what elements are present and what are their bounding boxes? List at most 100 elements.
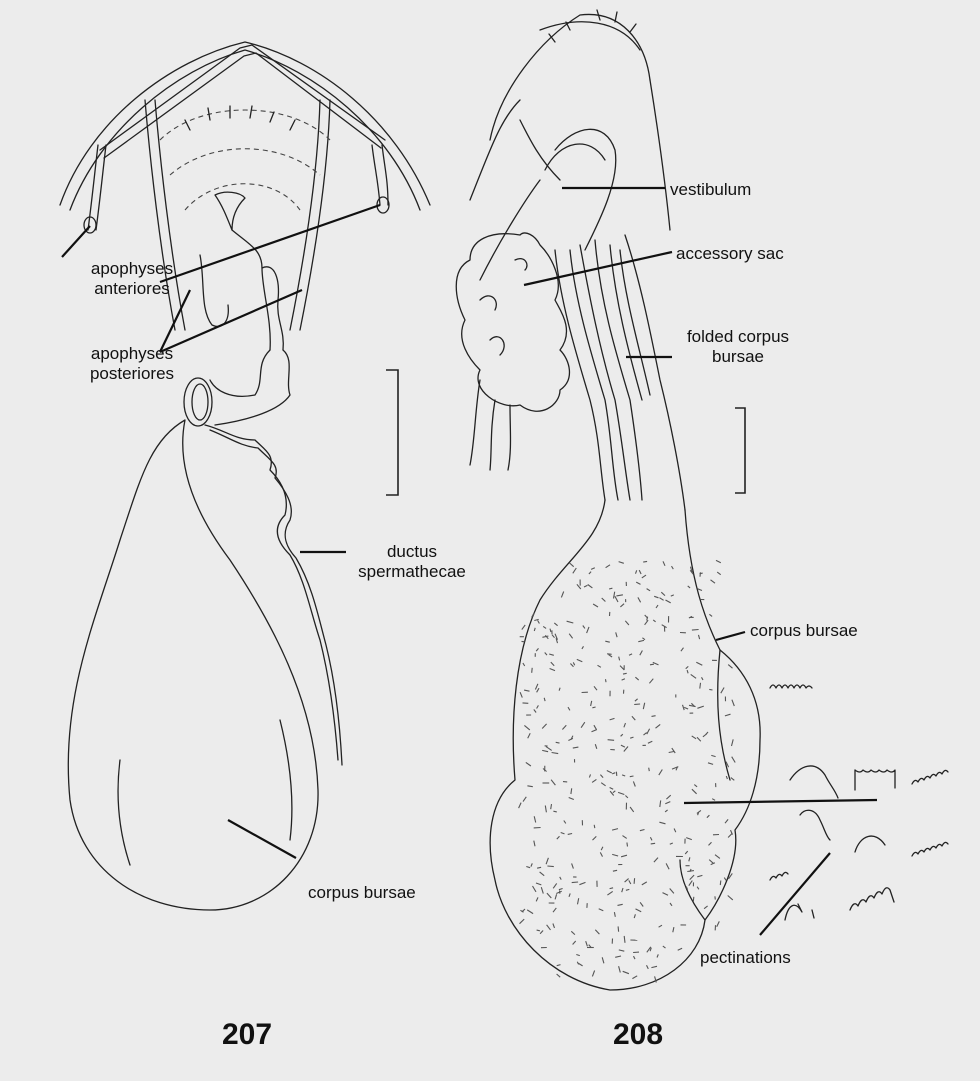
stipple-mark (520, 919, 525, 924)
stipple-mark (659, 770, 663, 776)
stipple-mark (697, 706, 703, 708)
stipple-mark (570, 563, 574, 567)
stipple-mark (591, 701, 592, 706)
stipple-mark (689, 881, 693, 886)
stipple-mark (607, 654, 612, 655)
stipple-mark (649, 768, 650, 771)
stipple-mark (696, 662, 702, 665)
stipple-mark (560, 877, 562, 880)
stipple-mark (634, 704, 640, 705)
label-apophyses-anteriores: apophyses anteriores (62, 259, 202, 299)
stipple-mark (623, 971, 629, 973)
stipple-mark (643, 561, 647, 562)
stipple-mark (731, 778, 735, 781)
stipple-mark (669, 752, 674, 753)
stipple-mark (692, 789, 697, 794)
stipple-mark (725, 714, 731, 716)
stipple-mark (605, 641, 610, 642)
stipple-mark (678, 948, 682, 950)
stipple-mark (601, 847, 603, 850)
label-corpus-bursae-208: corpus bursae (750, 621, 858, 641)
stipple-mark (553, 908, 556, 912)
stipple-mark (592, 971, 594, 977)
stipple-mark (709, 860, 713, 864)
stipple-mark (614, 912, 615, 917)
stipple-mark (569, 893, 570, 896)
stipple-mark (709, 614, 712, 616)
stipple-mark (663, 561, 665, 566)
stipple-mark (544, 698, 545, 701)
label-apophyses-posteriores-line2: posteriores (62, 364, 202, 384)
stipple-mark (673, 927, 674, 932)
stipple-mark (689, 705, 696, 706)
stipple-mark (616, 632, 617, 637)
stipple-mark (540, 872, 545, 876)
stipple-mark (625, 621, 629, 625)
stipple-mark (561, 833, 565, 834)
stipple-mark (693, 897, 694, 902)
stipple-mark (595, 744, 597, 749)
stipple-mark (536, 648, 538, 651)
stipple-mark (665, 810, 668, 812)
stipple-mark (621, 734, 623, 736)
stipple-mark (632, 976, 637, 979)
label-accessory-sac: accessory sac (676, 244, 784, 264)
stipple-mark (647, 589, 651, 591)
stipple-mark (630, 737, 633, 738)
stipple-mark (593, 836, 597, 840)
stipple-mark (554, 623, 557, 626)
stipple-mark (653, 620, 655, 622)
stipple-mark (728, 665, 732, 669)
stipple-mark (640, 830, 645, 831)
stipple-mark (593, 604, 598, 607)
label-ductus-spermathecae: ductus spermathecae (342, 542, 482, 582)
label-pectinations: pectinations (700, 948, 791, 968)
stipple-mark (534, 628, 535, 631)
stipple-mark (606, 679, 607, 682)
stipple-mark (629, 880, 631, 884)
stipple-mark (632, 716, 635, 720)
stipple-mark (594, 686, 597, 690)
stipple-mark (707, 815, 710, 818)
stipple-mark (638, 597, 641, 602)
stipple-mark (650, 664, 654, 665)
stipple-mark (648, 741, 652, 743)
stipple-mark (524, 690, 529, 691)
stipple-mark (599, 909, 604, 911)
label-ductus-spermathecae-line1: ductus (342, 542, 482, 562)
stipple-mark (661, 592, 665, 595)
stipple-mark (598, 665, 601, 667)
figure-number-208: 208 (613, 1018, 663, 1052)
stipple-mark (610, 718, 615, 720)
stipple-mark (711, 580, 716, 583)
stipple-mark (697, 737, 701, 741)
stipple-mark (625, 796, 628, 798)
stipple-mark (555, 894, 557, 899)
stipple-mark (688, 586, 690, 588)
stipple-mark (656, 605, 658, 608)
stipple-mark (698, 589, 702, 591)
stipple-mark (569, 798, 574, 800)
stipple-mark (724, 878, 726, 881)
stipple-mark (526, 762, 531, 766)
stipple-mark (640, 902, 643, 906)
stipple-mark (609, 655, 613, 657)
stipple-mark (651, 843, 655, 844)
stipple-mark (532, 668, 533, 673)
stipple-mark (613, 870, 617, 871)
stipple-mark (556, 891, 561, 893)
stipple-mark (524, 725, 529, 730)
stipple-mark (708, 763, 713, 765)
corpus-bursae-stipple (519, 560, 736, 982)
stipple-mark (638, 640, 644, 641)
stipple-mark (537, 705, 539, 708)
stipple-mark (640, 651, 643, 656)
stipple-mark (526, 867, 530, 868)
stipple-mark (535, 684, 538, 690)
stipple-mark (552, 753, 559, 754)
stipple-mark (606, 565, 610, 568)
stipple-mark (630, 776, 634, 777)
stipple-mark (704, 906, 708, 909)
stipple-mark (630, 807, 634, 812)
stipple-mark (588, 585, 593, 588)
